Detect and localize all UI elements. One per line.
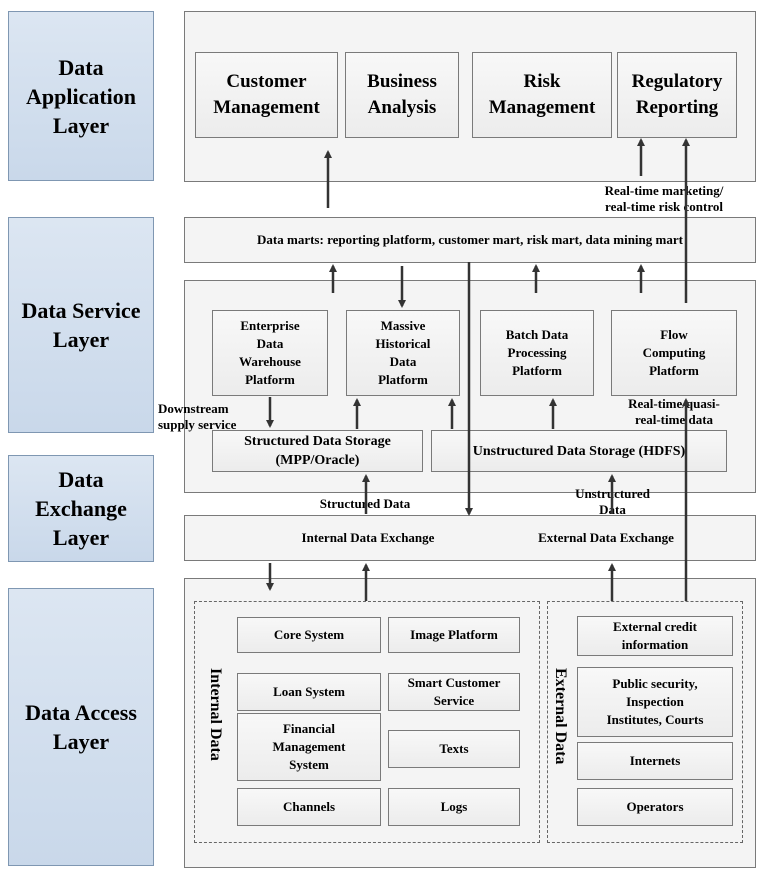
structured-storage-box: Structured Data Storage (MPP/Oracle) [212,430,423,472]
exchange-panel [184,515,756,561]
massive-historical-box: Massive Historical Data Platform [346,310,460,396]
financial-management-box: Financial Management System [237,713,381,781]
edw-platform-box: Enterprise Data Warehouse Platform [212,310,328,396]
internets-box: Internets [577,742,733,780]
external-data-label: External Data [552,668,569,765]
external-exchange-label: External Data Exchange [538,530,674,545]
public-security-box: Public security, Inspection Institutes, … [577,667,733,737]
realtime-marketing-label: Real-time marketing/ real-time risk cont… [604,183,724,214]
customer-management-box: Customer Management [195,52,338,138]
external-data-group [547,601,743,843]
internal-exchange-label: Internal Data Exchange [301,530,435,545]
layer-label-exchange: Data Exchange Layer [8,455,154,562]
external-credit-box: External credit information [577,616,733,656]
downstream-label: Downstream supply service [158,401,237,432]
loan-system-box: Loan System [237,673,381,711]
internal-data-group [194,601,540,843]
texts-box: Texts [388,730,520,768]
core-system-box: Core System [237,617,381,653]
logs-box: Logs [388,788,520,826]
channels-box: Channels [237,788,381,826]
smart-customer-box: Smart Customer Service [388,673,520,711]
regulatory-reporting-box: Regulatory Reporting [617,52,737,138]
realtime-quasi-label: Real-time/quasi- real-time data [628,396,720,427]
flow-computing-box: Flow Computing Platform [611,310,737,396]
layer-label-application: Data Application Layer [8,11,154,181]
image-platform-box: Image Platform [388,617,520,653]
business-analysis-box: Business Analysis [345,52,459,138]
unstructured-storage-box: Unstructured Data Storage (HDFS) [431,430,727,472]
layer-label-service: Data Service Layer [8,217,154,433]
operators-box: Operators [577,788,733,826]
risk-management-box: Risk Management [472,52,612,138]
batch-processing-box: Batch Data Processing Platform [480,310,594,396]
layer-label-access: Data Access Layer [8,588,154,866]
internal-data-label: Internal Data [207,668,224,761]
